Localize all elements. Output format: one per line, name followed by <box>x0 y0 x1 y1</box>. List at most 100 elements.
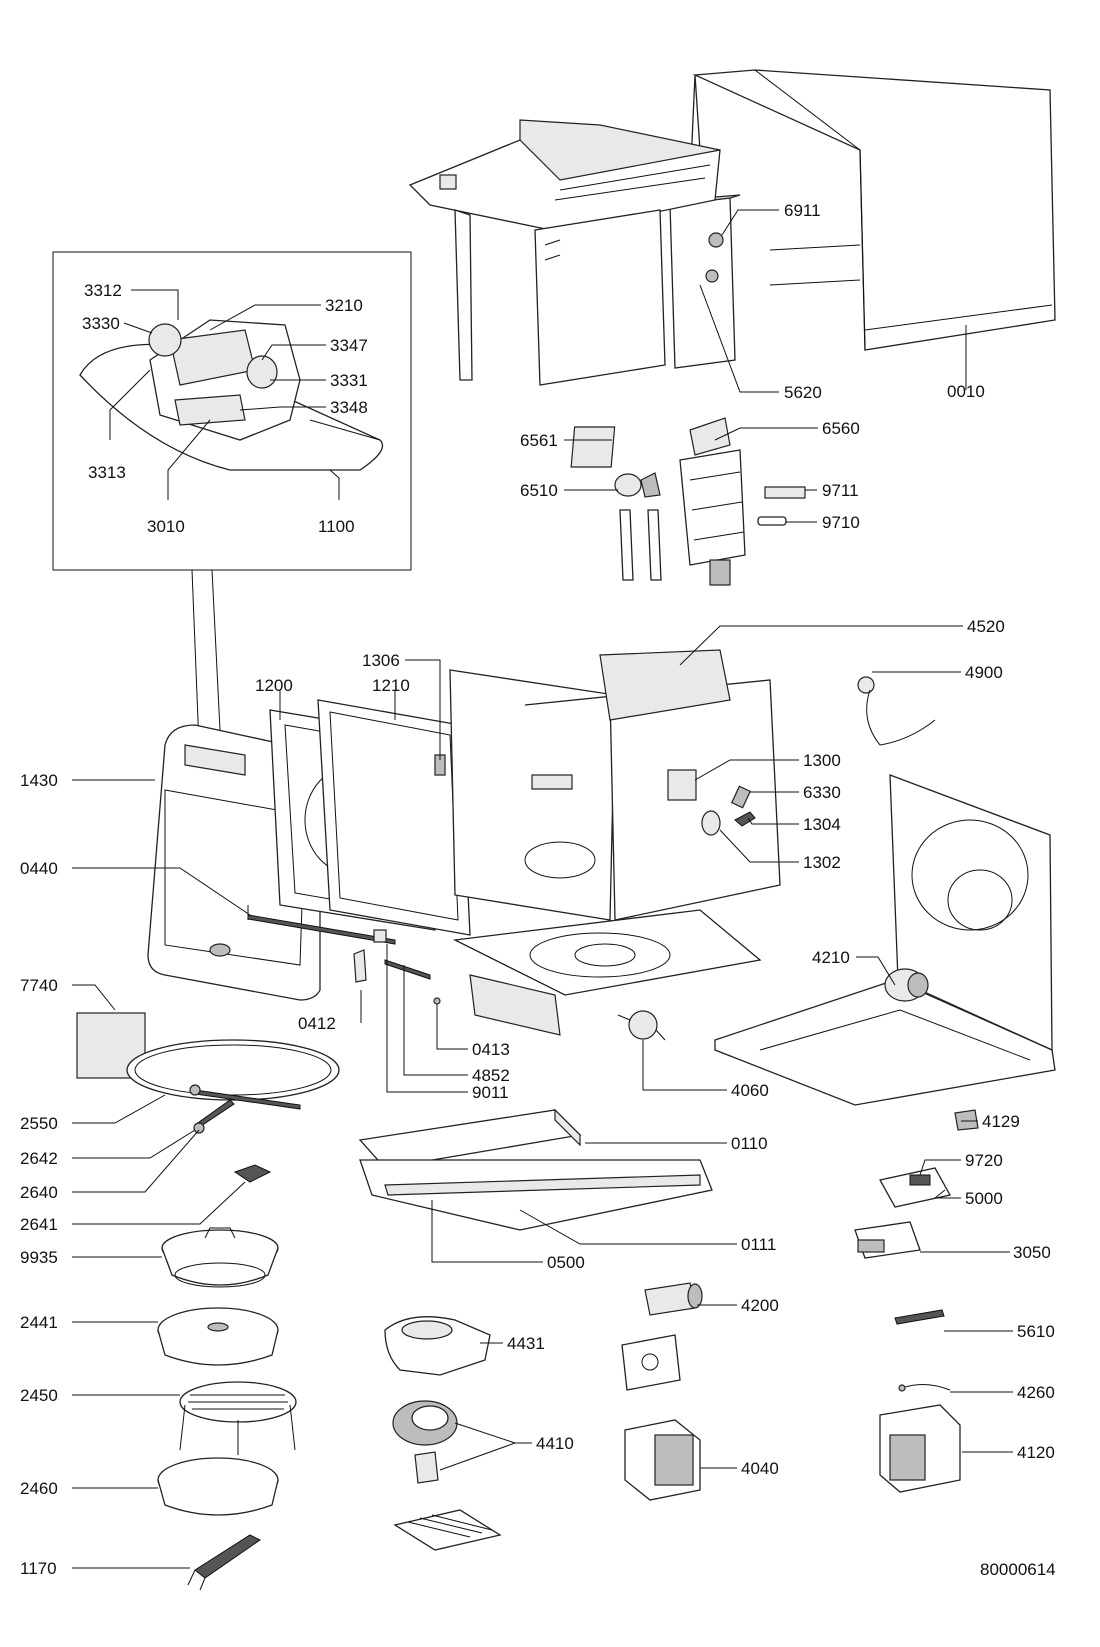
callout-3331: 3331 <box>330 371 368 390</box>
callout-6330: 6330 <box>803 783 841 802</box>
callout-4852: 4852 <box>472 1066 510 1085</box>
part-9710 <box>757 516 787 526</box>
part-lamp-clips <box>619 509 662 581</box>
callout-2640: 2640 <box>20 1183 58 1202</box>
callout-2550: 2550 <box>20 1114 58 1133</box>
callout-7740: 7740 <box>20 976 58 995</box>
part-0111-tray <box>359 1159 713 1231</box>
callout-1210: 1210 <box>372 676 410 695</box>
callout-1100: 1100 <box>318 517 355 536</box>
callout-2460: 2460 <box>20 1479 58 1498</box>
part-6510-lamp <box>614 472 661 498</box>
part-9711 <box>764 486 806 499</box>
callout-9935: 9935 <box>20 1248 58 1267</box>
part-4200 <box>644 1282 703 1316</box>
callout-4260: 4260 <box>1017 1383 1055 1402</box>
part-5000-board <box>879 1167 951 1208</box>
callout-6560: 6560 <box>822 419 860 438</box>
callout-1302: 1302 <box>803 853 841 872</box>
part-fan-grille <box>393 1509 502 1551</box>
part-2441-lid <box>157 1307 279 1366</box>
callout-3050: 3050 <box>1013 1243 1051 1262</box>
callout-1430: 1430 <box>20 771 58 790</box>
callout-6911: 6911 <box>784 201 821 220</box>
callout-5000: 5000 <box>965 1189 1003 1208</box>
part-1304 <box>734 811 756 827</box>
callout-3330: 3330 <box>82 314 120 333</box>
part-0010-outer-cover <box>687 69 1056 366</box>
part-2641 <box>233 1164 272 1183</box>
callout-4200: 4200 <box>741 1296 779 1315</box>
callout-3348: 3348 <box>330 398 368 417</box>
part-4520-cavity <box>449 649 781 921</box>
part-9011 <box>373 929 387 943</box>
part-1302 <box>701 810 721 836</box>
part-3050 <box>854 1221 921 1259</box>
part-6560-frame <box>679 417 746 586</box>
leader-lines <box>72 209 1013 1569</box>
part-4852 <box>384 959 431 980</box>
callout-1200: 1200 <box>255 676 293 695</box>
callout-5610: 5610 <box>1017 1322 1055 1341</box>
part-4900-cable <box>857 676 936 746</box>
callout-4900: 4900 <box>965 663 1003 682</box>
part-0413 <box>433 997 441 1005</box>
part-2450-rack <box>179 1381 297 1455</box>
callout-2441: 2441 <box>20 1313 58 1332</box>
callout-2642: 2642 <box>20 1149 58 1168</box>
part-9935-dish <box>161 1227 279 1288</box>
part-4410-fan <box>392 1400 458 1484</box>
part-4210-motor <box>884 968 929 1002</box>
callout-9720: 9720 <box>965 1151 1003 1170</box>
callout-0500: 0500 <box>547 1253 585 1272</box>
part-4120-transformer <box>879 1404 961 1493</box>
part-2642-roller-support <box>189 1084 301 1134</box>
part-4040-transformer <box>624 1419 701 1501</box>
callout-9011: 9011 <box>472 1083 509 1102</box>
callout-0010: 0010 <box>947 382 985 401</box>
callout-4431: 4431 <box>507 1334 545 1353</box>
callout-0440: 0440 <box>20 859 58 878</box>
callout-4120: 4120 <box>1017 1443 1055 1462</box>
part-4060-motor <box>617 1010 666 1041</box>
callout-3210: 3210 <box>325 296 363 315</box>
part-4129 <box>954 1109 979 1131</box>
callout-6510: 6510 <box>520 481 558 500</box>
part-control-panel <box>79 319 384 471</box>
callout-0110: 0110 <box>731 1134 768 1153</box>
callout-5620: 5620 <box>784 383 822 402</box>
part-bracket-mid <box>621 1334 681 1391</box>
callout-4520: 4520 <box>967 617 1005 636</box>
callout-4129: 4129 <box>982 1112 1020 1131</box>
callout-9711: 9711 <box>822 481 859 500</box>
part-side-panel <box>669 194 741 369</box>
callout-2450: 2450 <box>20 1386 58 1405</box>
callout-0413: 0413 <box>472 1040 510 1059</box>
callout-4210: 4210 <box>812 948 850 967</box>
callout-0111: 0111 <box>741 1235 776 1254</box>
drawing-number: 80000614 <box>980 1560 1056 1579</box>
part-2550-ring <box>126 1039 340 1101</box>
callout-9710: 9710 <box>822 513 860 532</box>
part-1170-tongs <box>187 1534 261 1591</box>
callout-4410: 4410 <box>536 1434 574 1453</box>
callout-4060: 4060 <box>731 1081 769 1100</box>
part-6330 <box>730 785 752 809</box>
part-4260 <box>901 1384 951 1391</box>
part-1300-switch <box>667 769 697 801</box>
callout-labels: 3312 3330 3210 3347 3331 3348 3313 3010 … <box>20 201 1056 1579</box>
part-bottom-plate <box>452 909 762 1036</box>
part-2460-pan <box>157 1457 279 1516</box>
callout-3347: 3347 <box>330 336 368 355</box>
callout-0412: 0412 <box>298 1014 336 1033</box>
callout-3312: 3312 <box>84 281 122 300</box>
control-panel-inset-frame <box>52 251 412 571</box>
part-6561 <box>570 426 616 468</box>
callout-1304: 1304 <box>803 815 841 834</box>
callout-1306: 1306 <box>362 651 400 670</box>
part-5610 <box>894 1309 945 1325</box>
callout-2641: 2641 <box>20 1215 58 1234</box>
callout-3313: 3313 <box>88 463 126 482</box>
callout-1170: 1170 <box>20 1559 57 1578</box>
